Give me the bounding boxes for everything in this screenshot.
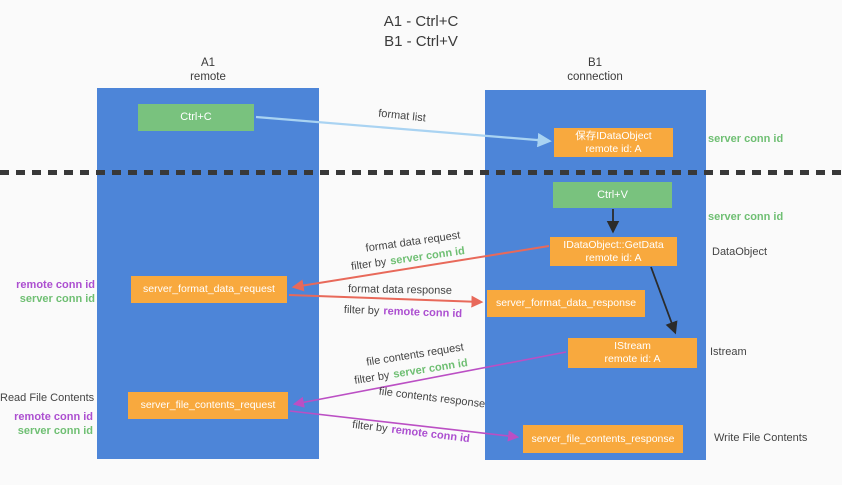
file-resp-label: server_file_contents_response [531, 432, 675, 445]
save-idataobject-line1: 保存IDataObject [575, 129, 652, 142]
idataobject-getdata-node: IDataObject::GetData remote id: A [550, 237, 677, 266]
istream-line2: remote id: A [604, 353, 661, 365]
save-idataobject-node: 保存IDataObject remote id: A [554, 128, 673, 157]
filter-by-text: filter by [351, 418, 389, 436]
istream-node: IStream remote id: A [568, 338, 697, 368]
getdata-line1: IDataObject::GetData [563, 238, 664, 251]
title-line-2: B1 - Ctrl+V [384, 33, 458, 50]
column-header-a1: A1 remote [128, 56, 288, 84]
filter-by-text: filter by [343, 303, 380, 318]
format-req-label: server_format_data_request [143, 283, 275, 295]
title-line-1: A1 - Ctrl+C [383, 13, 459, 30]
server-conn-id-label-top-left: server conn id [19, 293, 95, 305]
filter-by-text: filter by [353, 369, 391, 387]
format-resp-label: server_format_data_response [495, 297, 637, 309]
server-file-contents-response-node: server_file_contents_response [523, 425, 683, 453]
read-file-contents-label: Read File Contents [0, 392, 95, 404]
remote-conn-id-label-bottom-left: remote conn id [14, 411, 93, 423]
remote-conn-id-inline: remote conn id [383, 305, 463, 321]
server-format-data-request-node: server_format_data_request [131, 276, 287, 303]
diagram-title: A1 - Ctrl+C B1 - Ctrl+V [0, 12, 842, 52]
ctrl-v-label: Ctrl+V [597, 188, 628, 201]
istream-line1: IStream [614, 340, 651, 352]
format-list-label: format list [377, 107, 427, 125]
server-file-contents-request-node: server_file_contents_request [128, 392, 288, 419]
column-a1-role: remote [190, 71, 226, 83]
ctrl-c-node: Ctrl+C [138, 104, 254, 131]
remote-conn-id-inline: remote conn id [390, 423, 471, 446]
server-format-data-response-node: server_format_data_response [487, 290, 645, 317]
copy-paste-separator-line [0, 170, 842, 175]
column-b1-role: connection [567, 71, 623, 83]
dataobject-label: DataObject [712, 246, 768, 258]
getdata-line2: remote id: A [585, 251, 642, 264]
filter-by-text: filter by [350, 256, 388, 273]
save-idataobject-line2: remote id: A [585, 142, 642, 155]
column-a1-name: A1 [200, 57, 216, 69]
format-data-response-label: format data response [347, 283, 453, 297]
column-b1-name: B1 [587, 57, 603, 69]
ctrl-v-node: Ctrl+V [553, 182, 672, 208]
istream-label: Istream [710, 346, 747, 358]
server-conn-id-label-bottom-left: server conn id [17, 425, 93, 437]
file-contents-response-label: file contents response [378, 385, 486, 411]
write-file-contents-label: Write File Contents [714, 432, 808, 444]
ctrl-c-label: Ctrl+C [180, 111, 212, 123]
server-conn-id-label-top-right: server conn id [708, 133, 784, 145]
file-req-label: server_file_contents_request [140, 399, 276, 411]
server-conn-id-label-mid-right: server conn id [708, 211, 784, 223]
remote-conn-id-label-top-left: remote conn id [16, 279, 95, 291]
column-header-b1: B1 connection [515, 56, 675, 84]
